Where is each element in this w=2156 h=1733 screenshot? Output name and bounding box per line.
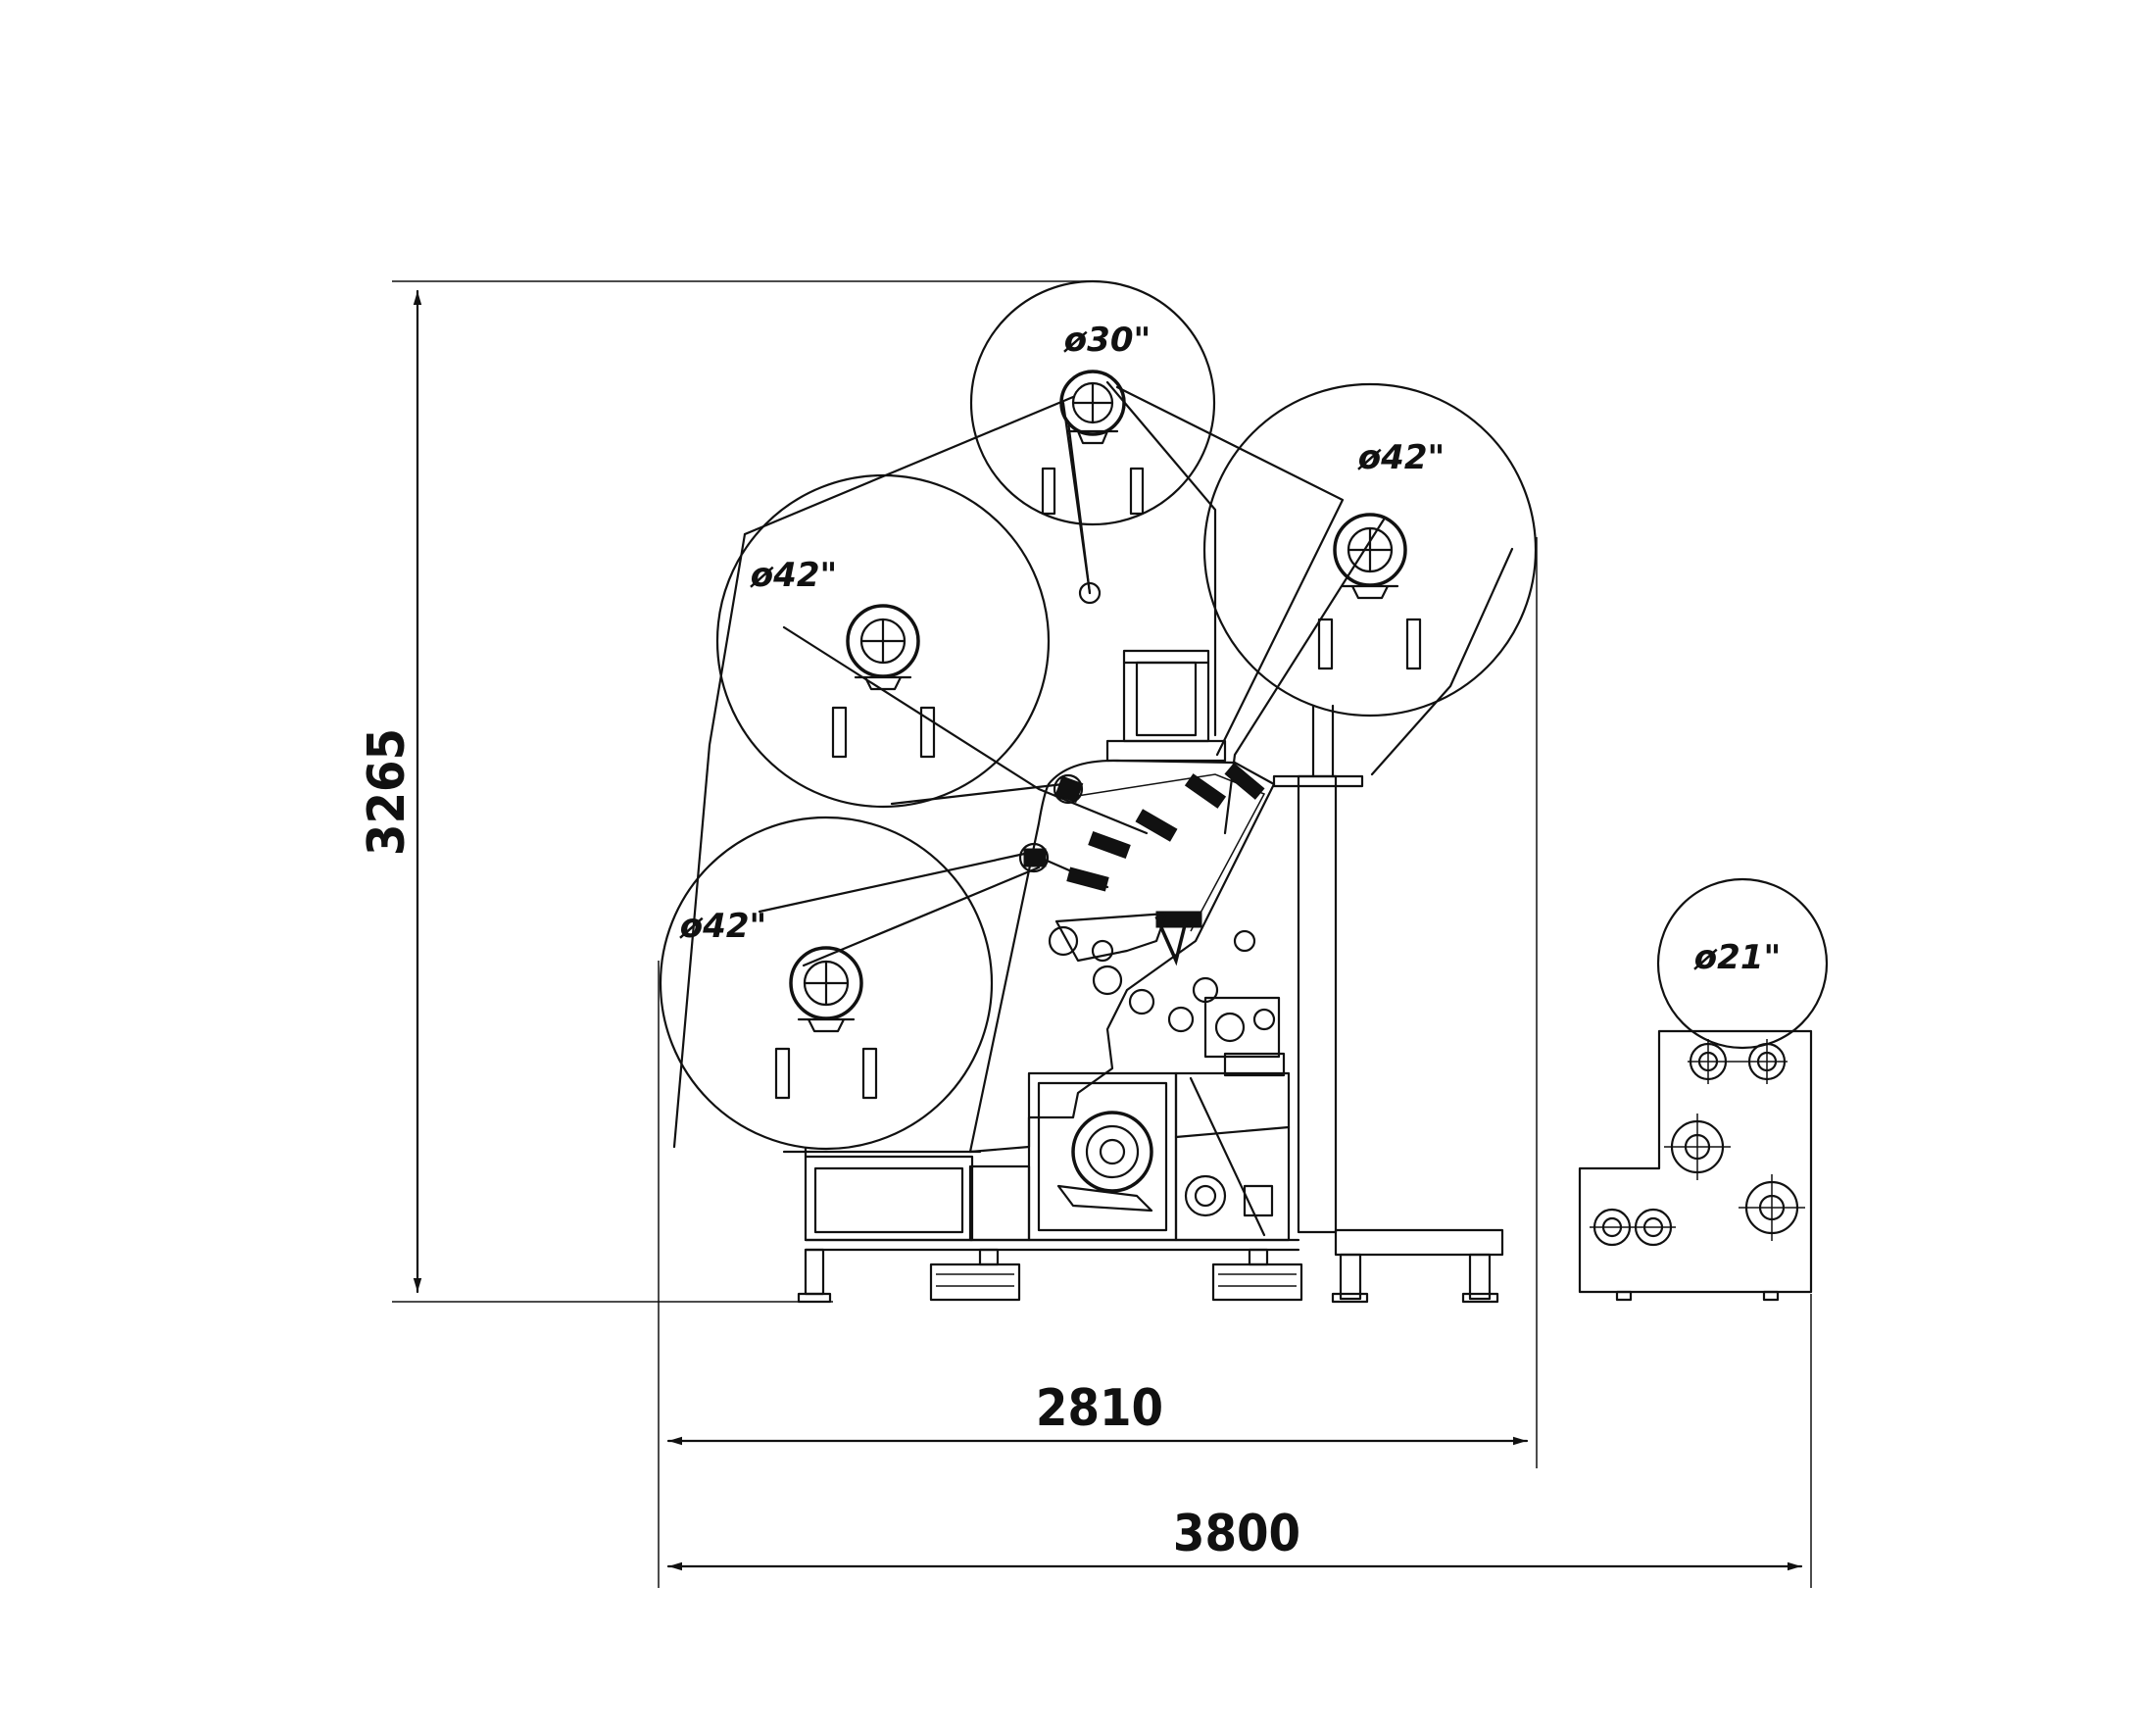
roll-upper-right-label: ø42" bbox=[1357, 438, 1445, 477]
dimension-width-main: 2810 bbox=[658, 537, 1538, 1588]
roll-lower-left bbox=[659, 816, 994, 1151]
dimension-width-main-label: 2810 bbox=[1036, 1379, 1163, 1438]
dimension-height: 3265 bbox=[358, 280, 1093, 1303]
roll-top-label: ø30" bbox=[1063, 321, 1151, 360]
roll-top bbox=[969, 279, 1216, 526]
roll-side-unit-label: ø21" bbox=[1693, 938, 1781, 977]
side-unit bbox=[1578, 877, 1829, 1302]
machine-base bbox=[782, 1147, 1504, 1304]
machine-frame bbox=[968, 649, 1364, 1242]
dimension-width-total: 3800 bbox=[666, 1294, 1812, 1588]
roll-upper-left-label: ø42" bbox=[750, 556, 837, 595]
dimension-height-label: 3265 bbox=[358, 728, 416, 856]
roll-upper-right bbox=[1202, 382, 1538, 718]
dimension-width-total-label: 3800 bbox=[1173, 1505, 1300, 1563]
